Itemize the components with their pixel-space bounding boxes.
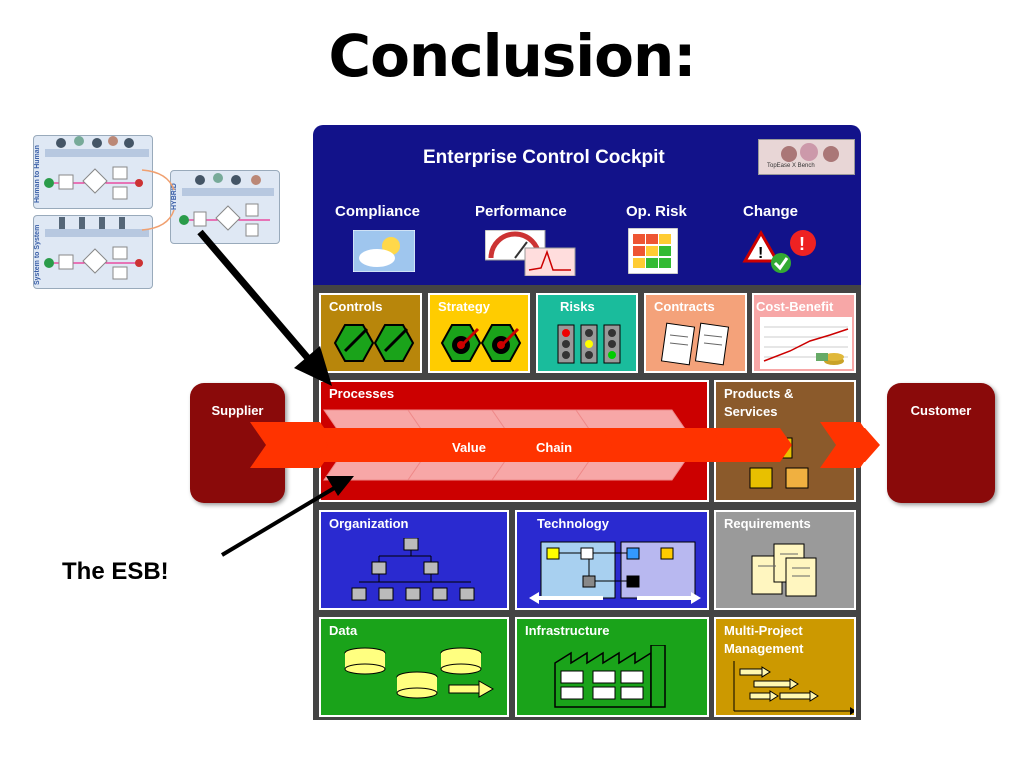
customer-box[interactable]: Customer: [887, 383, 995, 503]
tile-label-multi-project-2: Management: [724, 641, 804, 656]
traffic-light-icon: [557, 324, 621, 364]
tile-label-organization: Organization: [329, 516, 409, 531]
requirements-documents-icon: [751, 543, 817, 597]
logo-text: TopEase X Bench: [767, 163, 815, 169]
database-icon: [344, 647, 495, 699]
tile-label-processes: Processes: [329, 386, 395, 401]
target-icon: [440, 324, 522, 362]
factory-icon: [554, 645, 666, 708]
svg-text:!: !: [758, 245, 763, 262]
tile-label-infrastructure: Infrastructure: [525, 623, 610, 638]
tile-multi-project[interactable]: Multi-Project Management: [714, 617, 856, 717]
tile-cost-benefit[interactable]: Cost-Benefit: [752, 293, 856, 373]
tile-label-products-1: Products &: [724, 386, 794, 401]
weather-icon: [353, 230, 415, 272]
tile-label-cost-benefit: Cost-Benefit: [756, 299, 834, 314]
tile-strategy[interactable]: Strategy: [428, 293, 530, 373]
merge-arrows-icon: [141, 169, 175, 231]
change-alert-icon: ! !: [742, 229, 816, 273]
tile-label-data: Data: [329, 623, 358, 638]
tile-contracts[interactable]: Contracts: [644, 293, 747, 373]
tile-label-controls: Controls: [329, 299, 383, 314]
cockpit-panel: Enterprise Control Cockpit TopEase X Ben…: [313, 125, 861, 285]
logo-icon: [781, 143, 839, 162]
cockpit-title: Enterprise Control Cockpit: [423, 147, 665, 168]
cockpit-logo: TopEase X Bench: [758, 139, 855, 175]
gauge-label-op-risk: Op. Risk: [626, 203, 687, 220]
supplier-label: Supplier: [211, 403, 264, 418]
contract-documents-icon: [660, 322, 730, 366]
tile-label-contracts: Contracts: [654, 299, 715, 314]
value-chain-chain: Chain: [536, 440, 573, 455]
mini-diagram-hybrid: HYBRID: [170, 170, 280, 244]
performance-gauge-icon: [485, 230, 576, 276]
tile-controls[interactable]: Controls: [319, 293, 422, 373]
tile-label-requirements: Requirements: [724, 516, 811, 531]
org-chart-icon: [351, 538, 475, 601]
tile-infrastructure[interactable]: Infrastructure: [515, 617, 709, 717]
tile-label-products-2: Services: [724, 404, 778, 419]
tile-risks[interactable]: Risks: [536, 293, 638, 373]
human-workflow-icon: [44, 136, 149, 200]
cost-benefit-chart-icon: [760, 317, 852, 369]
tile-data[interactable]: Data: [319, 617, 509, 717]
tile-requirements[interactable]: Requirements: [714, 510, 856, 610]
value-chain-arrows: [250, 409, 880, 481]
checkmark-hexagon-icon: [333, 324, 415, 362]
tile-label-risks: Risks: [560, 299, 595, 314]
customer-label: Customer: [910, 403, 972, 418]
svg-text:!: !: [799, 234, 805, 254]
technology-diagram-icon: [529, 541, 701, 604]
esb-label: The ESB!: [62, 558, 169, 585]
tile-organization[interactable]: Organization: [319, 510, 509, 610]
gauge-label-performance: Performance: [475, 203, 567, 220]
slide-title: Conclusion:: [328, 22, 697, 90]
gauge-label-compliance: Compliance: [335, 203, 421, 220]
value-chain-value: Value: [452, 440, 486, 455]
gauge-label-change: Change: [743, 203, 799, 220]
gantt-chart-icon: [733, 661, 854, 715]
mini-diagram-human: Human to Human: [33, 135, 153, 209]
tile-label-strategy: Strategy: [438, 299, 491, 314]
mini-diagram-system: System to System: [33, 215, 153, 289]
system-workflow-icon: [44, 217, 149, 280]
tile-label-multi-project-1: Multi-Project: [724, 623, 803, 638]
tile-technology[interactable]: Technology: [515, 510, 709, 610]
hybrid-workflow-icon: [179, 173, 274, 237]
risk-matrix-icon: [628, 228, 678, 274]
tile-label-technology: Technology: [537, 516, 609, 531]
